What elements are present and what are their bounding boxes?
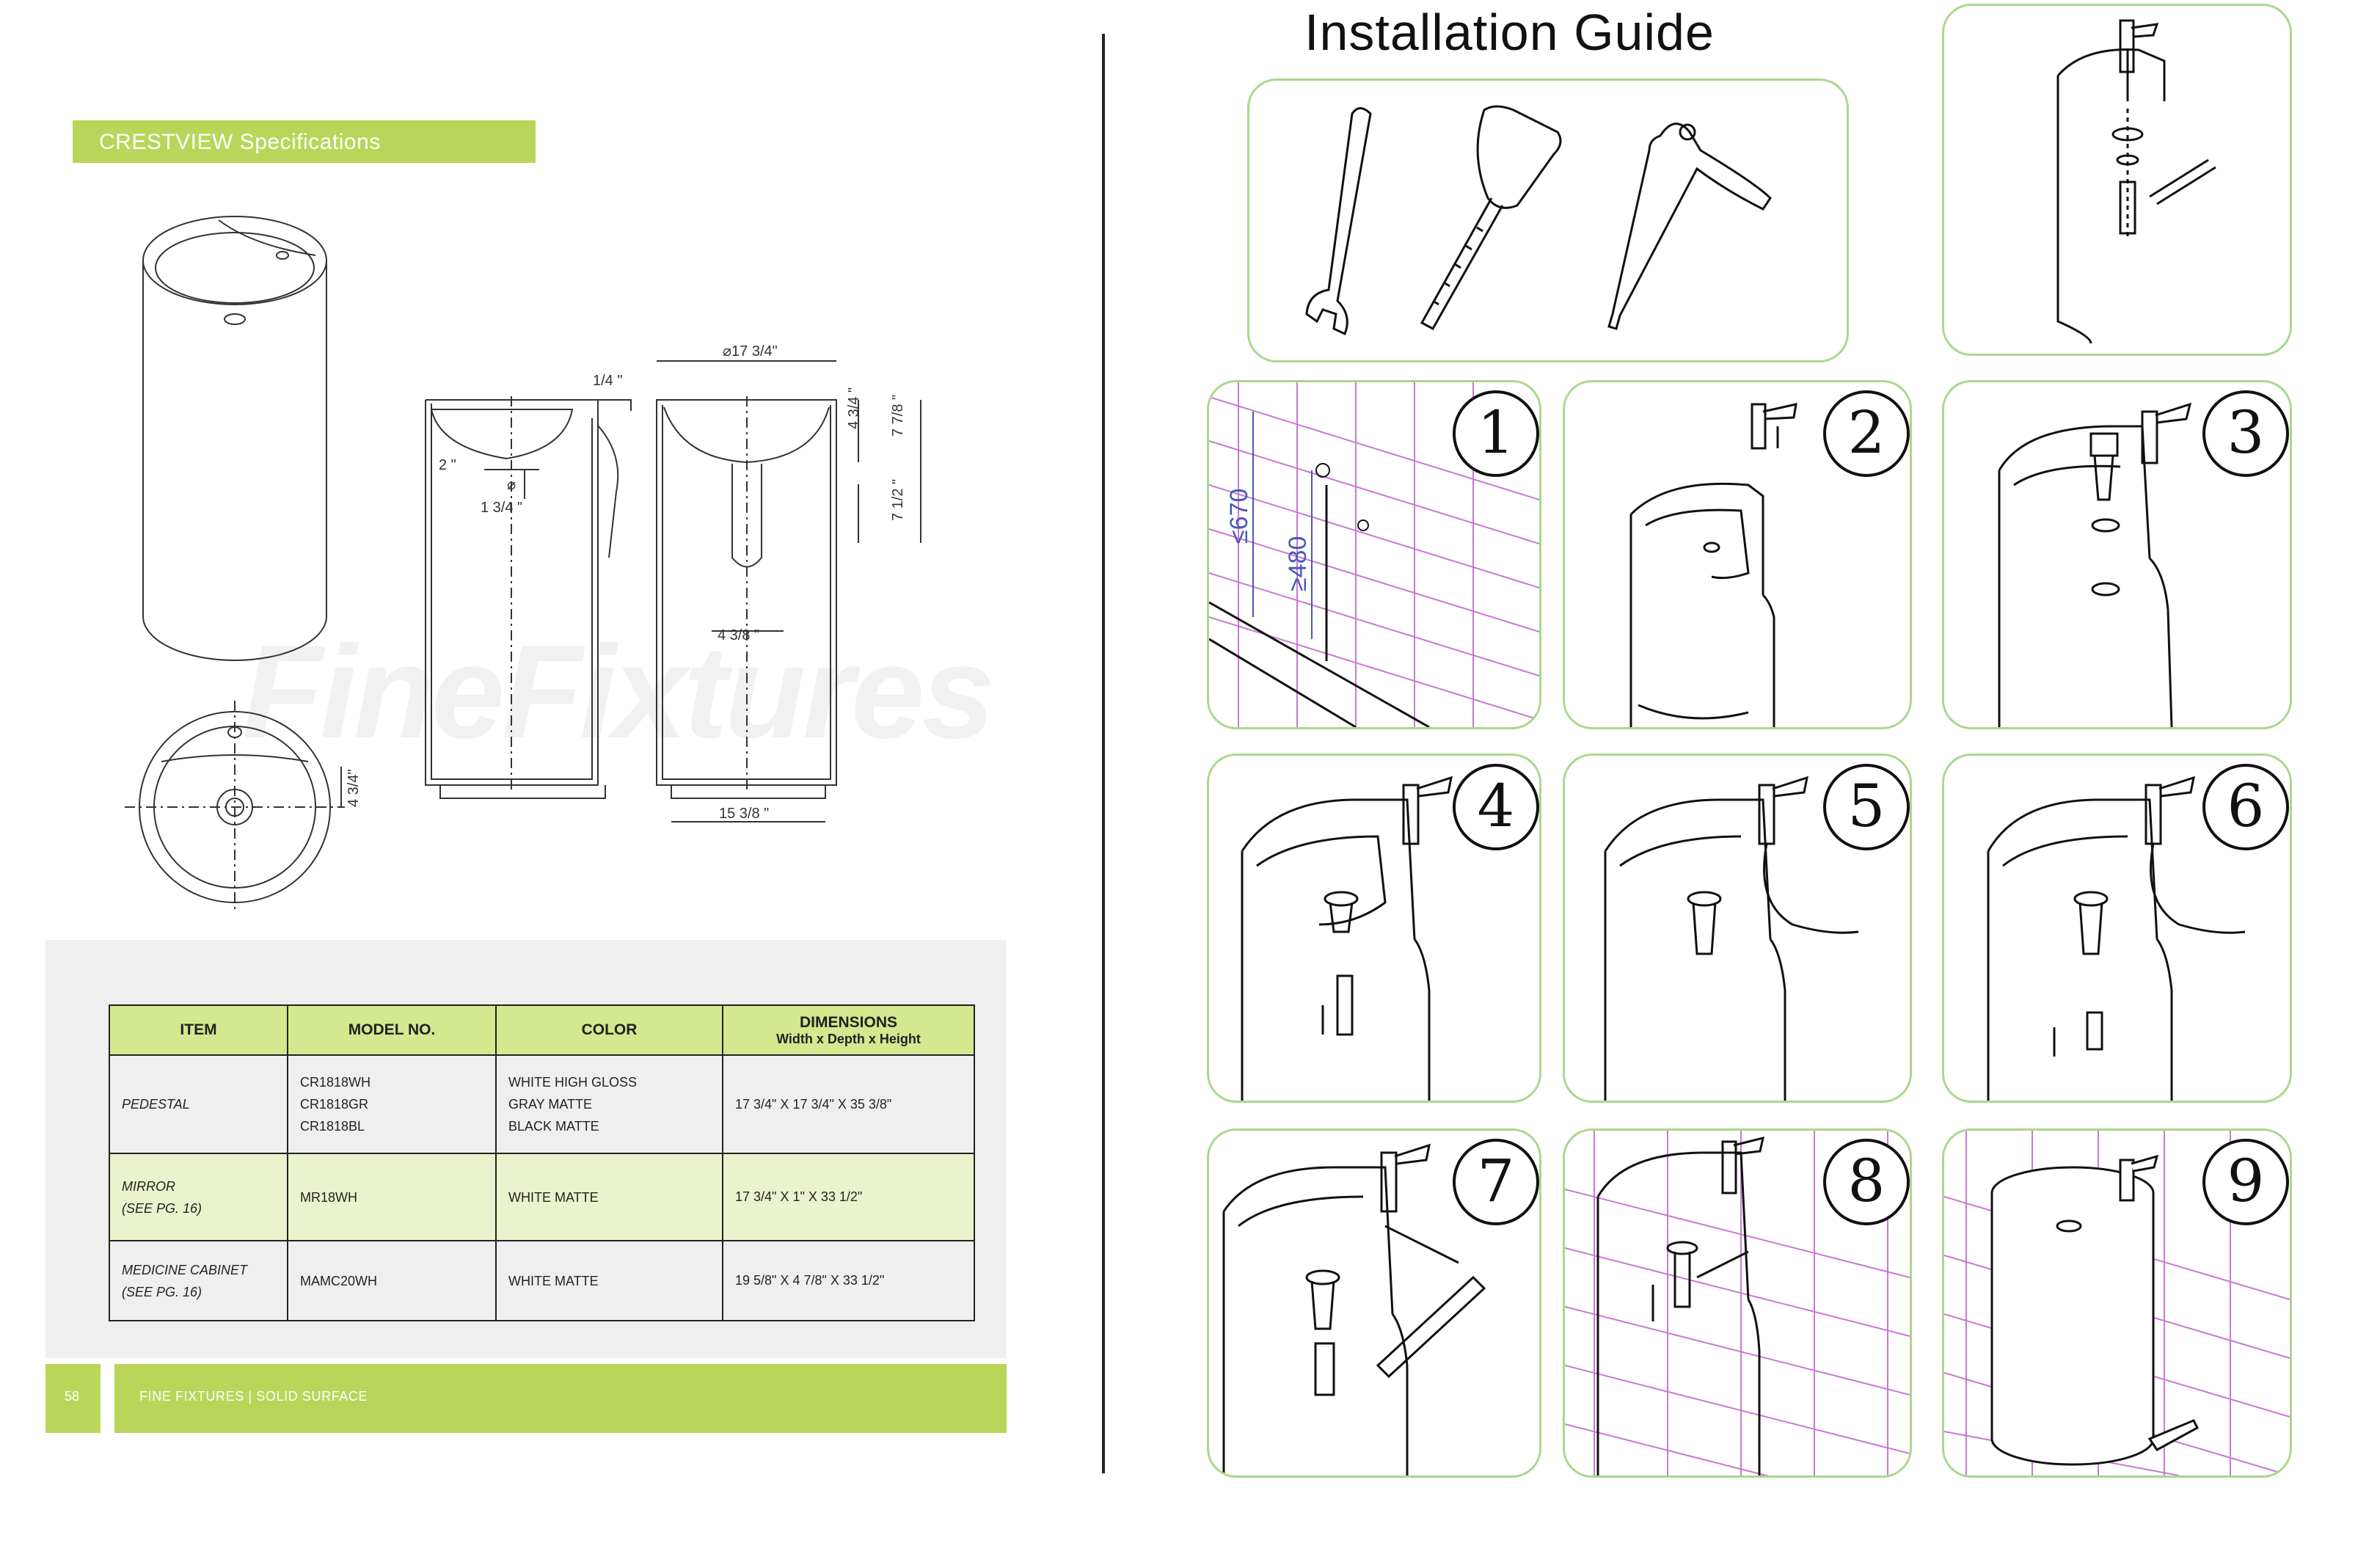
step-number: 9 xyxy=(2202,1139,2289,1225)
header-dimensions-title: DIMENSIONS xyxy=(799,1013,897,1031)
cell-color: WHITE MATTE xyxy=(495,1153,723,1241)
cell-item: MIRROR (SEE PG. 16) xyxy=(109,1153,288,1241)
technical-drawings: 1/4 " 2 " ⌀ 1 3/4 " ⌀17 3/4" 4 3/4 " 7 7… xyxy=(125,216,921,913)
cell-dimensions: 19 5/8" X 4 7/8" X 33 1/2" xyxy=(722,1240,975,1321)
dim-one-three-quarter-label: 1 3/4 " xyxy=(481,500,522,516)
wrench-icon xyxy=(1305,107,1372,336)
cell-item: PEDESTAL xyxy=(109,1054,288,1154)
step-panel-3: 3 xyxy=(1942,380,2292,729)
dim-four-three-eighth-label: 4 3/8 " xyxy=(718,627,759,643)
dim-seven-seven-eighth-label: 7 7/8 " xyxy=(890,395,906,437)
footer-band: FINE FIXTURES | SOLID SURFACE xyxy=(114,1364,1007,1433)
pedestal-side-elevation xyxy=(425,396,632,799)
step-number: 2 xyxy=(1823,390,1910,477)
table-header-row: ITEM MODEL NO. COLOR DIMENSIONS Width x … xyxy=(109,1004,975,1056)
step-panel-7: 7 xyxy=(1207,1128,1541,1478)
cell-dimensions: 17 3/4" X 1" X 33 1/2" xyxy=(722,1153,975,1241)
step-number: 5 xyxy=(1823,764,1910,850)
page-number: 58 xyxy=(65,1389,80,1404)
header-dimensions: DIMENSIONS Width x Depth x Height xyxy=(722,1004,975,1056)
step-number: 7 xyxy=(1453,1139,1539,1225)
step-panel-6: 6 xyxy=(1942,754,2292,1103)
header-item: ITEM xyxy=(109,1004,288,1056)
cell-color: WHITE MATTE xyxy=(495,1240,723,1321)
step-number: 6 xyxy=(2202,764,2289,850)
pedestal-plan-view xyxy=(125,701,345,913)
step-number: 4 xyxy=(1453,764,1539,850)
step-number: 8 xyxy=(1823,1139,1910,1225)
step-panel-1: ≤670 ≥480 1 xyxy=(1207,380,1541,729)
spec-title-bar: CRESTVIEW Specifications xyxy=(73,120,536,163)
caulking-gun-icon xyxy=(1607,123,1772,330)
watermark-text: FineFixtures xyxy=(242,619,995,766)
step-number: 1 xyxy=(1453,390,1539,477)
cell-model: MR18WH xyxy=(287,1153,497,1241)
dim-four-three-quarter-label: 4 3/4 " xyxy=(846,387,862,429)
header-model: MODEL NO. xyxy=(287,1004,497,1056)
pedestal-isometric-drawing xyxy=(142,216,327,661)
table-row: PEDESTAL CR1818WH CR1818GR CR1818BL WHIT… xyxy=(109,1054,975,1154)
assembly-overview-panel xyxy=(1942,4,2292,356)
cell-item: MEDICINE CABINET (SEE PG. 16) xyxy=(109,1240,288,1321)
cell-dimensions: 17 3/4" X 17 3/4" X 35 3/8" xyxy=(722,1054,975,1154)
dim-top-diameter-label: ⌀17 3/4" xyxy=(723,343,778,360)
step-number: 3 xyxy=(2202,390,2289,477)
dim-plan-four-three-quarter-label: 4 3/4" xyxy=(346,769,362,807)
step-panel-4: 4 xyxy=(1207,754,1541,1103)
step-panel-5: 5 xyxy=(1563,754,1912,1103)
dim-seven-half-label: 7 1/2 " xyxy=(890,479,906,521)
tape-measure-icon xyxy=(1420,105,1562,331)
step-panel-9: 9 xyxy=(1942,1128,2292,1478)
spec-table: ITEM MODEL NO. COLOR DIMENSIONS Width x … xyxy=(109,1004,975,1321)
footer-text: FINE FIXTURES | SOLID SURFACE xyxy=(139,1389,368,1404)
tools-panel xyxy=(1247,79,1849,362)
footer-page-tab: 58 xyxy=(45,1364,101,1433)
spec-title: CRESTVIEW Specifications xyxy=(99,130,381,154)
pedestal-front-elevation xyxy=(656,360,921,822)
step-panel-2: 2 xyxy=(1563,380,1912,729)
header-dimensions-subtitle: Width x Depth x Height xyxy=(776,1031,921,1046)
step-panel-8: 8 xyxy=(1563,1128,1912,1478)
dim-fifteen-three-eighth-label: 15 3/8 " xyxy=(719,806,769,822)
table-row: MIRROR (SEE PG. 16) MR18WH WHITE MATTE 1… xyxy=(109,1153,975,1241)
cell-color: WHITE HIGH GLOSS GRAY MATTE BLACK MATTE xyxy=(495,1054,723,1154)
cell-model: CR1818WH CR1818GR CR1818BL xyxy=(287,1054,497,1154)
table-row: MEDICINE CABINET (SEE PG. 16) MAMC20WH W… xyxy=(109,1240,975,1321)
header-color: COLOR xyxy=(495,1004,723,1056)
page-divider xyxy=(1102,34,1105,1473)
dim-quarter-label: 1/4 " xyxy=(593,373,622,389)
dim-two-label: 2 " xyxy=(439,457,456,473)
dim-diameter-symbol: ⌀ xyxy=(507,477,516,493)
cell-model: MAMC20WH xyxy=(287,1240,497,1321)
guide-title: Installation Guide xyxy=(1304,4,1715,61)
